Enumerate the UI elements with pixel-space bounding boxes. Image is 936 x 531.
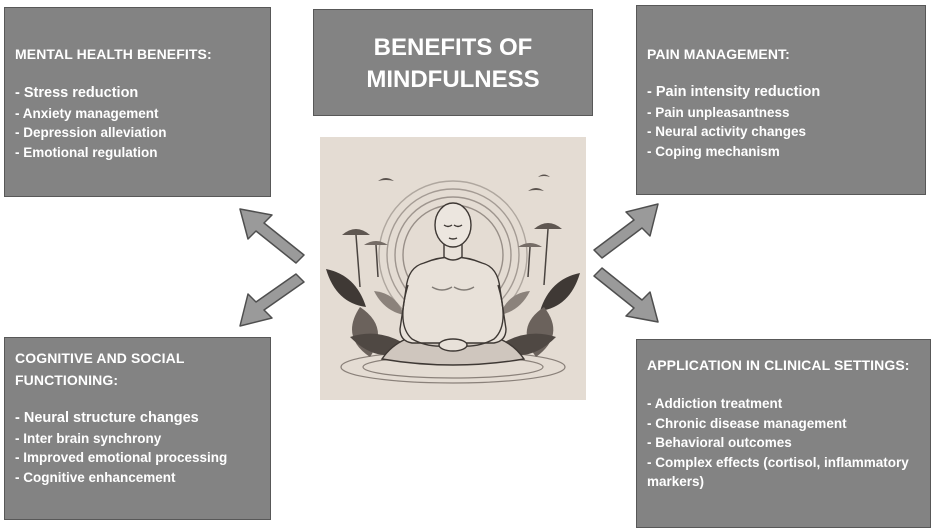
birds <box>378 174 550 191</box>
list-item: Depression alleviation <box>15 123 260 143</box>
list-item: Stress reduction <box>15 84 260 104</box>
meditating-figure-illustration <box>320 137 586 400</box>
arrow-down-right-icon <box>593 267 659 323</box>
clinical-settings-title: APPLICATION IN CLINICAL SETTINGS: <box>647 357 910 373</box>
cognitive-social-list: Neural structure changes Inter brain syn… <box>15 409 260 487</box>
leaves-left <box>326 269 410 357</box>
list-item: Inter brain synchrony <box>15 429 260 449</box>
clinical-settings-box: APPLICATION IN CLINICAL SETTINGS: Addict… <box>636 339 931 528</box>
meditating-figure <box>380 202 526 366</box>
arrow-up-left-icon <box>239 208 305 264</box>
pain-management-list: Pain intensity reduction Pain unpleasant… <box>647 83 915 161</box>
list-item: Neural structure changes <box>15 409 260 429</box>
list-item: Anxiety management <box>15 104 260 124</box>
title-box: BENEFITS OF MINDFULNESS <box>313 9 593 116</box>
list-item: Neural activity changes <box>647 122 915 142</box>
cognitive-social-box: COGNITIVE AND SOCIAL FUNCTIONING: Neural… <box>4 337 271 520</box>
mental-health-benefits-box: MENTAL HEALTH BENEFITS: Stress reduction… <box>4 7 271 197</box>
clinical-settings-list: Addiction treatment Chronic disease mana… <box>647 394 920 492</box>
list-item: Addiction treatment <box>647 394 920 414</box>
mental-health-title: MENTAL HEALTH BENEFITS: <box>15 46 212 62</box>
list-item: Pain unpleasantness <box>647 103 915 123</box>
cognitive-social-title: COGNITIVE AND SOCIAL FUNCTIONING: <box>15 350 185 388</box>
list-item: Chronic disease management <box>647 414 920 434</box>
arrow-down-left-icon <box>239 273 305 327</box>
mushroom-plants <box>342 223 562 288</box>
pain-management-box: PAIN MANAGEMENT: Pain intensity reductio… <box>636 5 926 195</box>
list-item: Cognitive enhancement <box>15 468 260 488</box>
list-item: Complex effects (cortisol, inflammatory … <box>647 453 920 492</box>
leaves-right <box>496 273 580 357</box>
list-item: Coping mechanism <box>647 142 915 162</box>
pain-management-title: PAIN MANAGEMENT: <box>647 46 790 62</box>
mental-health-list: Stress reduction Anxiety management Depr… <box>15 84 260 162</box>
list-item: Improved emotional processing <box>15 448 260 468</box>
list-item: Pain intensity reduction <box>647 83 915 103</box>
diagram-title: BENEFITS OF MINDFULNESS <box>366 33 540 93</box>
list-item: Behavioral outcomes <box>647 433 920 453</box>
arrow-up-right-icon <box>593 203 659 259</box>
list-item: Emotional regulation <box>15 143 260 163</box>
